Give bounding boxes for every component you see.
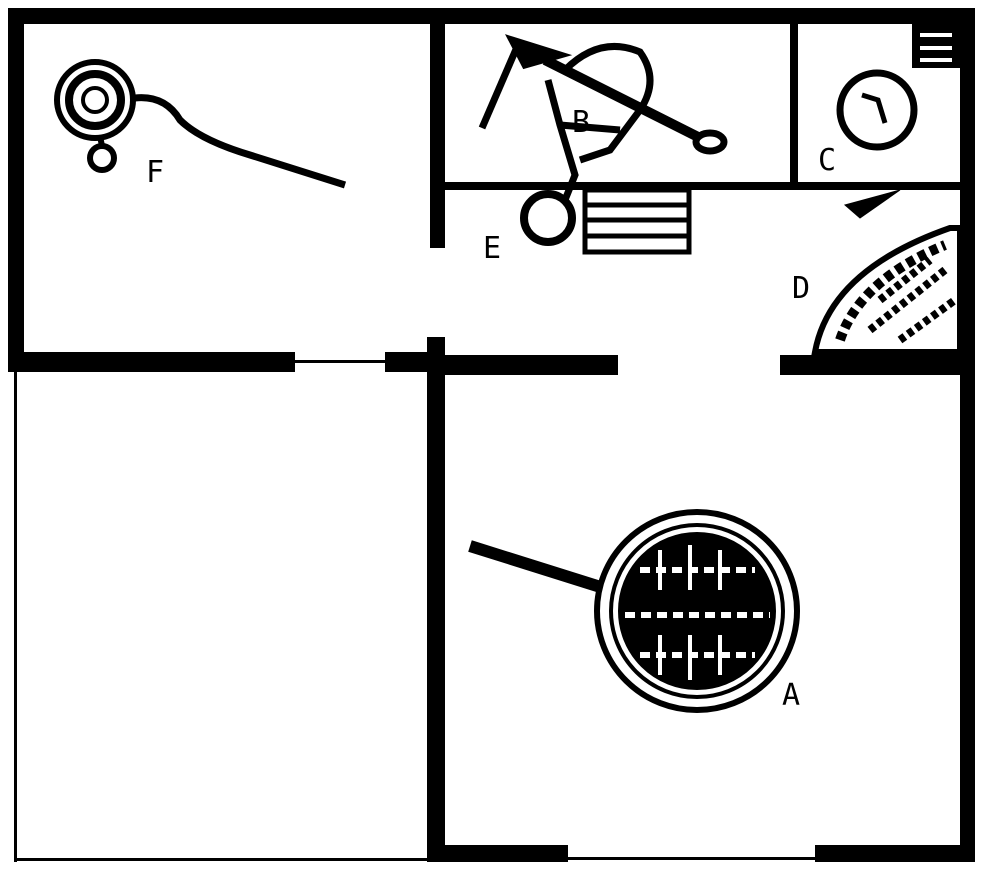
wall-center-lower: [427, 337, 445, 862]
wall-lowerleft-left: [14, 372, 17, 862]
compass-protractor-icon: [478, 34, 728, 202]
wall-mid-right-b: [780, 355, 975, 375]
item-label-a: A: [782, 678, 800, 713]
item-b[interactable]: B: [478, 34, 728, 202]
window-left: [295, 360, 385, 363]
item-c[interactable]: C: [818, 24, 960, 178]
item-label-f: F: [146, 155, 164, 190]
magnifying-glass-icon: [468, 509, 800, 713]
window-bottom: [568, 857, 815, 860]
wall-mid-left-a: [8, 352, 295, 372]
item-f[interactable]: F: [54, 59, 347, 190]
item-label-d: D: [792, 271, 810, 306]
wall-mid-right-a: [445, 355, 618, 375]
lens-and-notepad-icon: [520, 187, 692, 255]
wall-left-upper: [8, 8, 24, 372]
item-label-e: E: [483, 231, 501, 266]
wall-bottom-a: [430, 845, 568, 862]
item-e[interactable]: E: [483, 187, 692, 266]
shelf-divider: [445, 182, 960, 190]
clock-icon: [836, 24, 960, 151]
shelf-partition: [790, 24, 798, 186]
item-a[interactable]: A: [468, 509, 800, 713]
wall-lowerleft-bottom: [14, 858, 430, 861]
wall-bottom-b: [815, 845, 975, 862]
wall-mid-left-b: [385, 352, 430, 372]
item-label-b: B: [572, 105, 590, 140]
wall-top: [8, 8, 975, 24]
walls: [8, 8, 975, 862]
item-d[interactable]: D: [792, 189, 963, 355]
wall-center-upper: [430, 8, 445, 248]
wall-right: [960, 8, 975, 862]
sundial-fan-icon: [811, 189, 963, 355]
item-label-c: C: [818, 143, 836, 178]
spyglass-icon: [54, 59, 347, 189]
